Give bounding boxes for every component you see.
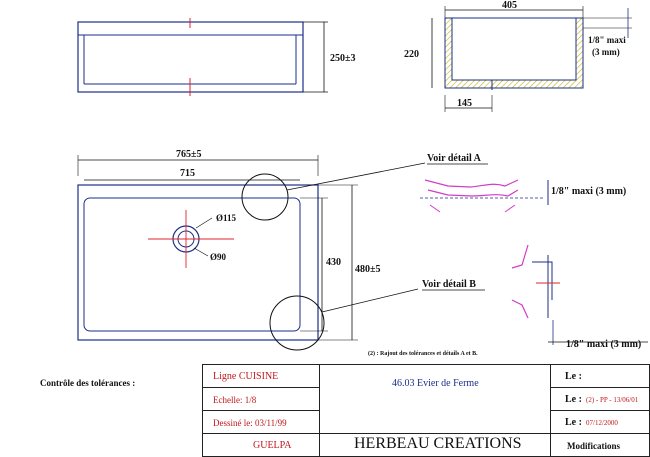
dim-side-bottom: 145 xyxy=(457,98,472,109)
dessine-value: Dessiné le: 03/11/99 xyxy=(213,418,287,428)
dim-inner-width: 715 xyxy=(180,168,195,179)
side-tolerance-a: 1/8" maxi xyxy=(588,35,626,45)
cell-company: HERBEAU CREATIONS xyxy=(319,433,551,457)
detail-a-tolerance: 1/8" maxi (3 mm) xyxy=(551,186,626,197)
cell-product: 46.03 Evier de Ferme xyxy=(319,364,551,434)
plan-view: 765±5 715 Ø115 Ø90 430 480±5 xyxy=(77,149,426,351)
dim-top-height: 250±3 xyxy=(330,53,356,64)
revision-note: (2) : Rajout des tolérances et détails A… xyxy=(368,350,478,357)
cell-le-2: Le : (2) - PP - 13/06/01 xyxy=(550,387,650,411)
company-name: HERBEAU CREATIONS xyxy=(354,435,522,452)
dim-side-width: 405 xyxy=(502,0,517,11)
le-3-prefix: Le : xyxy=(565,417,582,428)
le-1: Le : xyxy=(565,371,582,382)
front-view: 250±3 xyxy=(77,18,356,96)
cell-author: GUELPA xyxy=(202,433,320,457)
tolerance-control-label: Contrôle des tolérances : xyxy=(40,378,136,388)
modifications-label: Modifications xyxy=(567,441,620,451)
author-value: GUELPA xyxy=(253,440,292,451)
cell-ligne: Ligne CUISINE xyxy=(202,364,320,388)
dim-overall-width: 765±5 xyxy=(176,149,202,160)
detail-b-tolerance: 1/8" maxi (3 mm) xyxy=(566,339,641,350)
cell-dessine: Dessiné le: 03/11/99 xyxy=(202,410,320,434)
cell-modifications: Modifications xyxy=(550,433,650,457)
dim-drain-outer: Ø115 xyxy=(216,213,237,223)
product-name: 46.03 Evier de Ferme xyxy=(392,378,479,389)
side-section-view: 405 220 145 1/8" maxi (3 mm) xyxy=(404,0,632,112)
dim-inner-height: 430 xyxy=(326,257,341,268)
le-3-value: 07/12/2000 xyxy=(586,419,618,427)
ligne-value: Ligne CUISINE xyxy=(213,371,279,382)
side-tolerance-b: (3 mm) xyxy=(592,47,620,57)
le-2-value: (2) - PP - 13/06/01 xyxy=(586,396,639,404)
detail-b-label: Voir détail B xyxy=(422,279,476,290)
cell-echelle: Echelle: 1/8 xyxy=(202,387,320,411)
detail-a: Voir détail A 1/8" maxi (3 mm) xyxy=(420,153,626,213)
echelle-value: Echelle: 1/8 xyxy=(213,395,257,405)
detail-a-label: Voir détail A xyxy=(427,153,482,164)
detail-b: Voir détail B 1/8" maxi (3 mm) xyxy=(422,244,648,350)
dim-overall-height: 480±5 xyxy=(355,264,381,275)
cell-le-1: Le : xyxy=(550,364,650,388)
cell-le-3: Le : 07/12/2000 xyxy=(550,410,650,434)
le-2-prefix: Le : xyxy=(565,394,582,405)
dim-side-height: 220 xyxy=(404,49,419,60)
dim-drain-inner: Ø90 xyxy=(210,252,227,262)
